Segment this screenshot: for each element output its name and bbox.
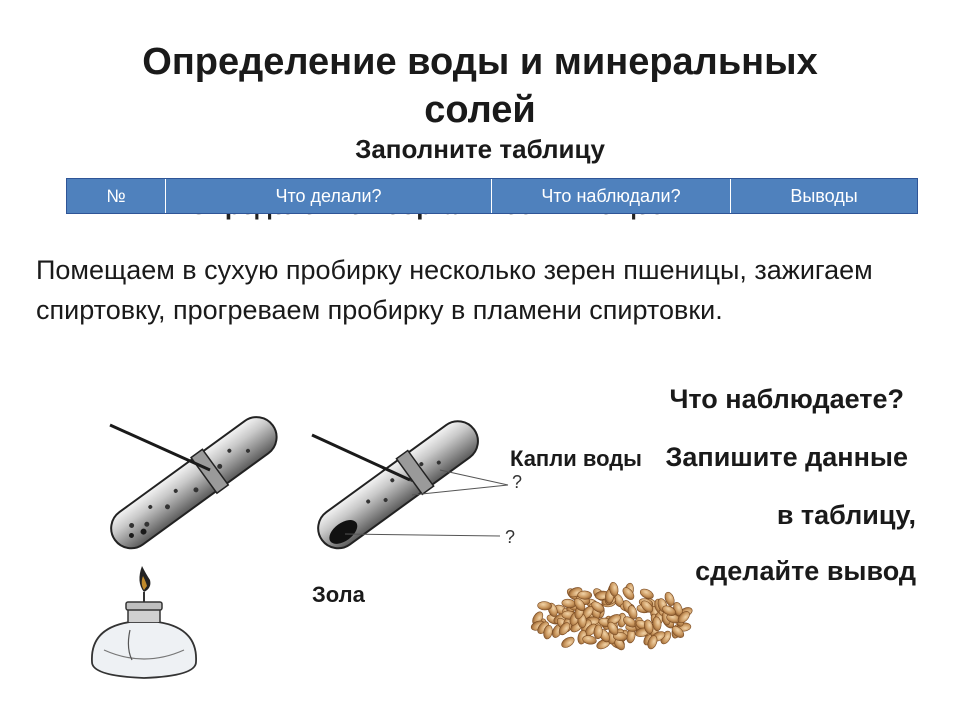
wheat-grain [643,619,654,634]
wheat-grain [591,601,605,613]
question-mark-2: ? [505,527,516,547]
wheat-grain [582,635,597,645]
page-title-line-2: солей [424,89,536,131]
pointer-line-drops [411,484,509,496]
wheat-grain [662,605,676,616]
test-tube-1 [110,416,278,550]
instruction-line-1: Что наблюдаете? [669,384,904,414]
instruction-line-4: сделайте вывод [695,556,916,586]
wheat-grain [627,605,638,620]
wheat-grain [664,591,675,606]
wheat-grain [537,601,552,611]
wheat-grain [577,590,592,600]
label-water-drops: Капли воды [510,446,642,471]
instruction-line-2: Запишите данные [665,442,908,472]
wheat-grain [543,624,553,640]
wheat-grain [639,588,654,600]
test-tube-2 [317,420,479,550]
ash-residue [329,520,358,544]
tube-holder-2 [311,433,411,482]
wheat-grain [647,635,658,650]
wheat-grain [561,636,575,648]
question-mark-1: ? [512,472,523,492]
wheat-grain [607,621,619,636]
wheat-grain [652,616,662,632]
tube-holder-1 [109,423,211,472]
wheat-grain [593,624,603,640]
wheat-grains [530,581,693,651]
wheat-grain [622,587,635,600]
page-title: Определение воды и минеральных солей [40,38,920,134]
results-table-header: № Что делали? Что наблюдали? Выводы [66,178,918,214]
instruction-line-3: в таблицу, [776,500,916,530]
wheat-grain [640,600,654,613]
wheat-grain [573,598,586,612]
table-header-number: № [67,179,166,213]
pointer-line-drops-2 [439,469,509,486]
subtitle: Заполните таблицу [355,134,605,164]
pointer-line-ash [344,533,501,537]
procedure-text: Помещаем в сухую пробирку несколько зере… [36,255,873,325]
table-header-what-observed: Что наблюдали? [492,179,731,213]
wheat-grain [558,622,571,636]
table-header-conclusions: Выводы [790,185,858,206]
page-title-line-1: Определение воды и минеральных [142,41,818,83]
wheat-grain [677,611,690,624]
label-ash: Зола [312,582,365,607]
wheat-grain [609,581,619,597]
spirit-lamp [91,566,197,679]
table-header-what-did: Что делали? [166,179,492,213]
